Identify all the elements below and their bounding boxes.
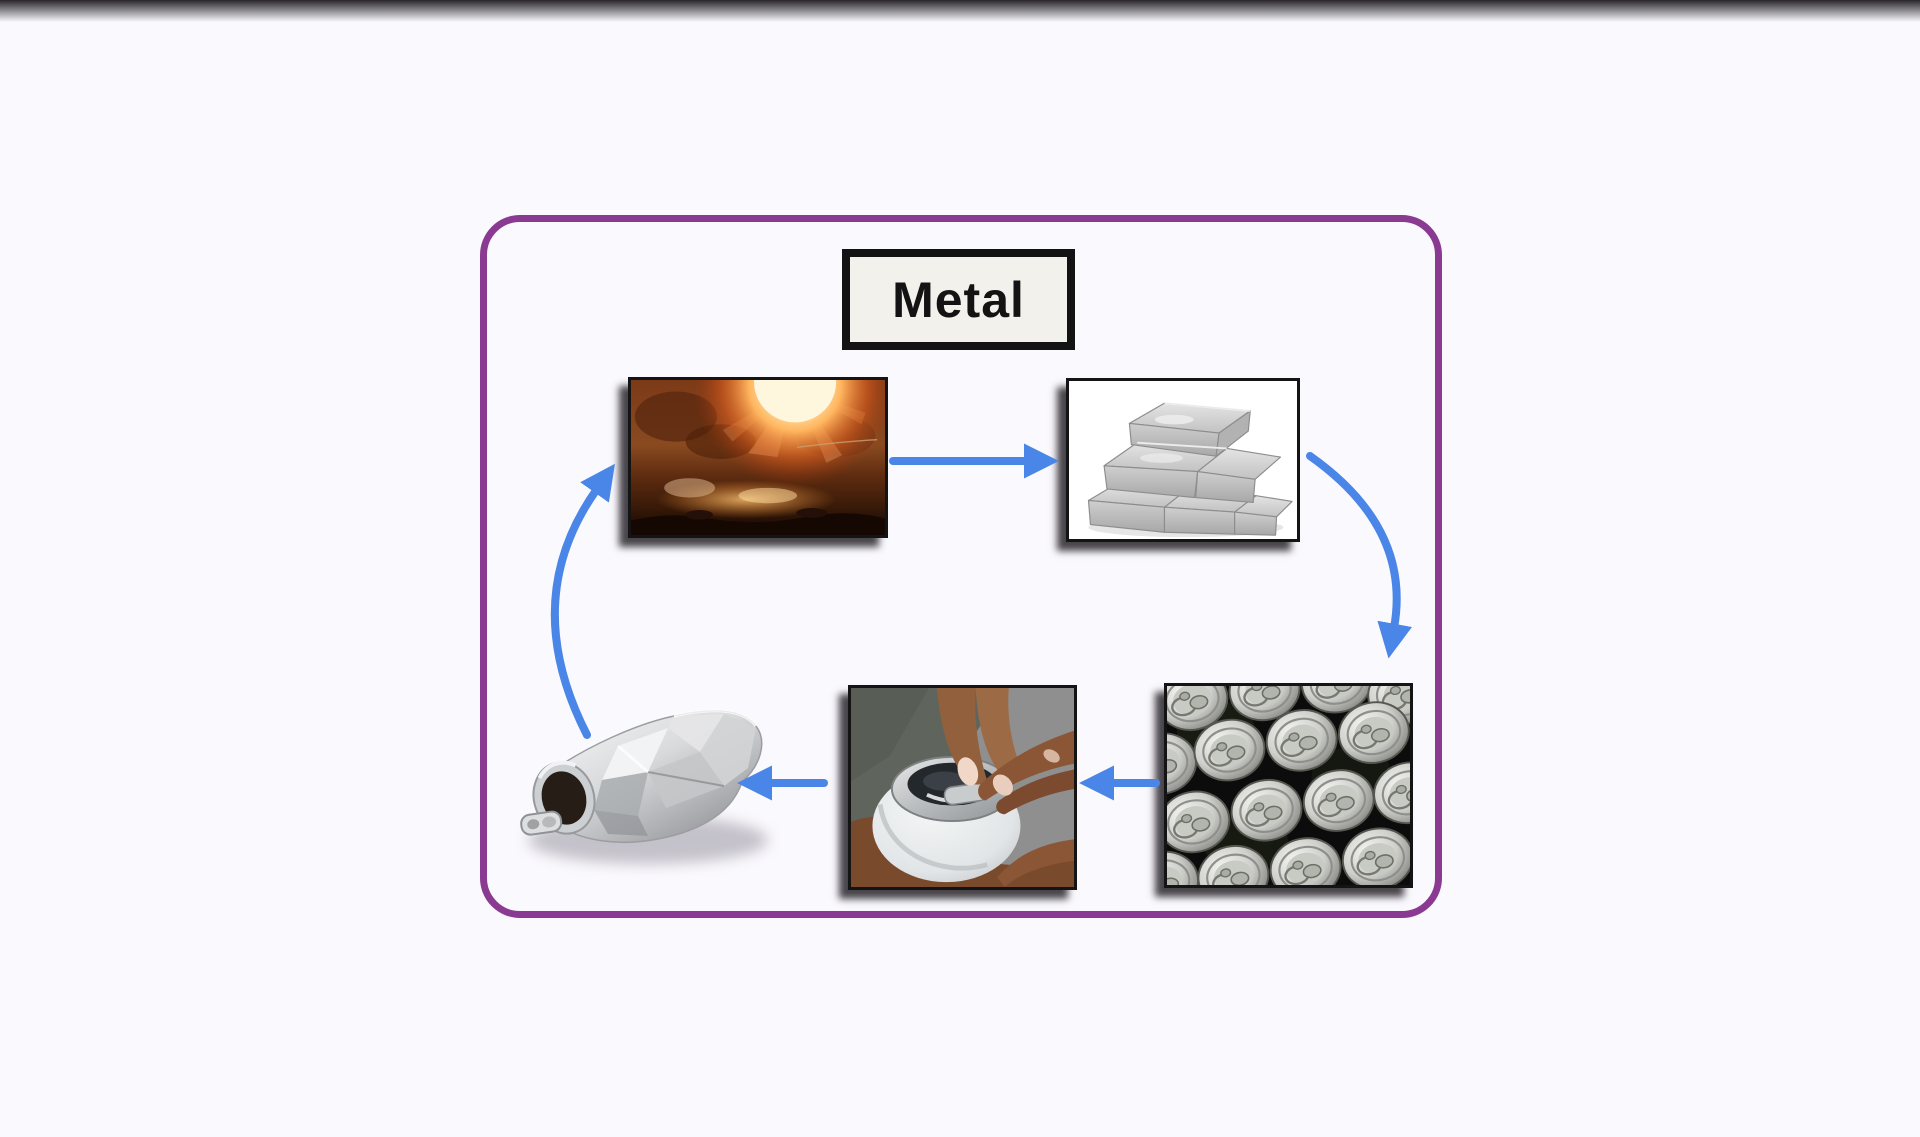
- metal-ingots-illustration: [1069, 381, 1297, 539]
- opening-can-illustration: [851, 688, 1074, 887]
- diagram-title-box: Metal: [842, 249, 1075, 350]
- diagram-title: Metal: [892, 271, 1025, 328]
- metal-ingots-image: [1066, 378, 1300, 542]
- crushed-can-image: [498, 668, 798, 883]
- top-edge-gradient: [0, 0, 1920, 22]
- opening-can-image: [848, 685, 1077, 890]
- aluminum-cans-illustration: [1167, 686, 1410, 885]
- crushed-can-illustration: [520, 709, 768, 864]
- smelting-furnace-illustration: [631, 380, 885, 535]
- aluminum-cans-image: [1164, 683, 1413, 888]
- smelting-furnace-image: [628, 377, 888, 538]
